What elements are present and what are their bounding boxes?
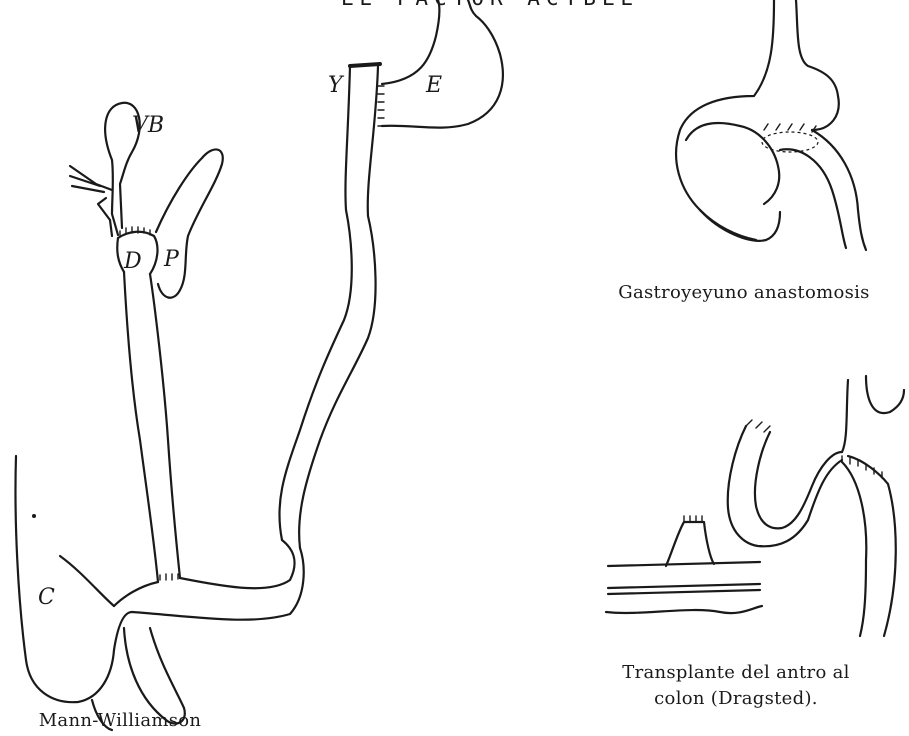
duodenum-tube-left — [124, 272, 158, 582]
transplante-drawing — [606, 376, 904, 636]
label-y: Y — [328, 73, 345, 98]
jejunum-left — [279, 66, 351, 540]
cecum-c — [15, 456, 132, 702]
duodenum-tube-right — [150, 274, 180, 578]
bile-ducts — [70, 166, 112, 236]
pancreas-p — [156, 149, 223, 297]
gastroyeyuno-drawing — [676, 0, 866, 250]
label-vb: VB — [132, 113, 164, 138]
label-d: D — [123, 249, 142, 274]
label-c: C — [38, 585, 55, 610]
label-e: E — [425, 73, 442, 98]
caption-gastroyeyuno: Gastroyeyuno anastomosis — [584, 280, 904, 306]
caption-mann-williamson: Mann-Williamson — [30, 708, 210, 734]
caption-transplante-line1: Transplante del antro al — [576, 660, 896, 686]
mann-williamson-drawing: VB P D C Y E — [15, 0, 502, 730]
caption-transplante-line2: colon (Dragsted). — [576, 686, 896, 712]
jejunum-right — [299, 66, 378, 548]
stomach-e — [382, 0, 503, 128]
ileum-top — [180, 540, 295, 588]
label-p: P — [163, 247, 180, 272]
